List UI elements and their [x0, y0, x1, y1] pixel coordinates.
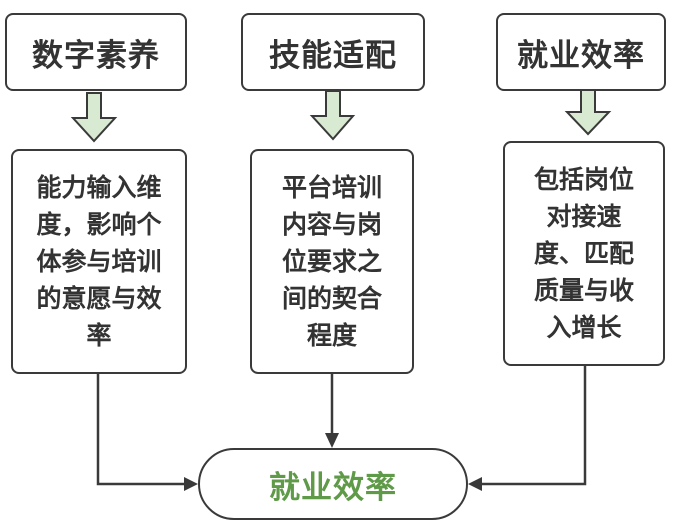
description-box-employment-efficiency: 包括岗位 对接速 度、匹配 质量与收 入增长: [503, 141, 665, 366]
description-line: 平台培训: [281, 173, 382, 202]
description-line: 度，影响个: [36, 210, 162, 239]
connector-line-left: [96, 374, 186, 486]
block-arrow-down-icon: [70, 92, 118, 143]
result-node-employment-efficiency: 就业效率: [198, 448, 468, 520]
arrowhead-right-icon: [184, 477, 198, 491]
description-line: 质量与收: [533, 276, 634, 305]
description-line: 入增长: [546, 313, 622, 342]
description-line: 对接速: [546, 202, 622, 231]
description-line: 度、匹配: [533, 239, 634, 268]
description-box-digital-literacy: 能力输入维 度，影响个 体参与培训 的意愿与效 率: [11, 149, 187, 374]
description-line: 率: [86, 321, 112, 350]
description-box-skill-fit: 平台培训 内容与岗 位要求之 间的契合 程度: [250, 149, 414, 374]
description-line: 能力输入维: [36, 173, 162, 202]
description-line: 间的契合: [281, 284, 382, 313]
description-line: 程度: [306, 321, 357, 350]
description-line: 位要求之: [281, 247, 382, 276]
result-label: 就业效率: [269, 469, 397, 506]
connector-line-right: [480, 366, 587, 486]
arrowhead-down-icon: [325, 433, 339, 448]
title-text: 技能适配: [269, 37, 397, 74]
description-line: 内容与岗: [281, 210, 382, 239]
arrowhead-left-icon: [468, 477, 482, 491]
description-line: 的意愿与效: [36, 284, 162, 313]
description-line: 体参与培训: [36, 247, 162, 276]
title-text: 数字素养: [32, 37, 160, 74]
title-text: 就业效率: [517, 37, 645, 74]
title-box-digital-literacy: 数字素养: [5, 13, 187, 91]
block-arrow-down-icon: [309, 90, 356, 141]
description-line: 包括岗位: [533, 165, 634, 194]
title-box-employment-efficiency: 就业效率: [496, 13, 666, 91]
block-arrow-down-icon: [564, 89, 612, 136]
